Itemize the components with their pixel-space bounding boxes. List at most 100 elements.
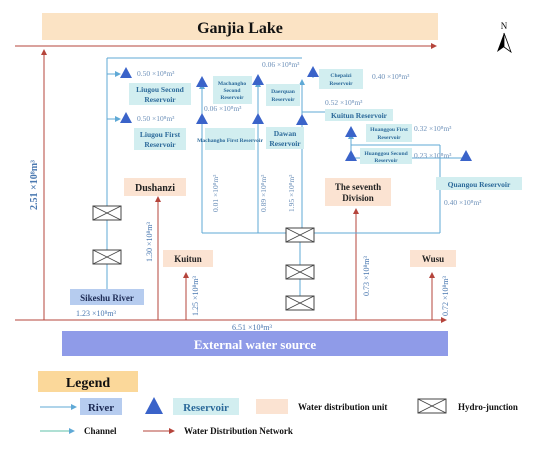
reservoir-value-machangho2: 0.06 ×10⁸m³ [204, 104, 242, 113]
reservoir-box-chepaizi [319, 69, 363, 89]
flow-value-2-51: 2.51 ×10⁸m³ [29, 160, 40, 210]
reservoir-icon-quangou [460, 150, 472, 161]
legend-river-label: River [88, 402, 114, 414]
reservoir-label-liugou2-b: Reservoir [144, 95, 176, 104]
reservoir-label-dawan-b: Reservoir [269, 139, 301, 148]
legend-title: Legend [66, 376, 111, 391]
reservoir-label-machangho2-b: Second [223, 88, 241, 94]
reservoir-icon-liugou2 [120, 67, 132, 78]
reservoir-value-quangou: 0.40 ×10⁸m³ [444, 198, 482, 207]
flow-value-1-95: 1.95 ×10⁸m³ [287, 174, 296, 212]
legend-unit-label: Water distribution unit [298, 402, 387, 412]
reservoir-triangles [120, 66, 472, 161]
legend-unit-swatch [256, 399, 288, 414]
reservoir-label-daerquan-b: Reservoir [271, 97, 295, 103]
legend-reservoir-label: Reservoir [183, 402, 229, 414]
unit-box-dushanzi [124, 178, 186, 196]
north-arrow-icon: N [497, 21, 512, 54]
reservoir-icon-dawan [252, 113, 264, 124]
reservoir-box-machangho2 [213, 76, 252, 104]
river-label-sikeshu: Sikeshu River [80, 293, 134, 303]
reservoir-label-kuitun: Kuitun Reservoir [331, 111, 388, 120]
reservoir-icon-huanggou1 [345, 126, 357, 137]
flow-value-0-89: 0.89 ×10⁸m³ [259, 174, 268, 212]
reservoir-box-dawan [266, 127, 304, 149]
reservoir-box-liugou2 [129, 83, 191, 105]
reservoir-box-kuitun [325, 109, 393, 121]
reservoir-value-kuitun: 0.52 ×10⁸m³ [325, 98, 363, 107]
legend-river-box [80, 398, 122, 415]
reservoir-value-daerquan: 0.06 ×10⁸m³ [262, 60, 300, 69]
reservoir-label-huanggou2: Huanggou Second [364, 151, 408, 157]
reservoir-box-daerquan [266, 84, 300, 106]
reservoir-icon-machangho2 [196, 76, 208, 87]
reservoir-label-huanggou1: Huanggou First [370, 127, 408, 133]
reservoir-box-machangho1 [205, 128, 255, 150]
lake-title: Ganjia Lake [197, 20, 283, 37]
flow-value-0-72: 0.72 ×10⁸m³ [441, 275, 450, 316]
legend-reservoir-icon [145, 397, 163, 414]
reservoir-label-machangho1: Machangho First Reservoir [197, 138, 263, 144]
reservoir-label-machangho2-c: Reservoir [220, 95, 244, 101]
legend-hydro-icon [417, 398, 447, 414]
reservoir-label-daerquan: Daerquan [271, 89, 296, 95]
flow-value-0-73: 0.73 ×10⁸m³ [362, 255, 371, 296]
reservoir-label-dawan: Dawan [274, 129, 297, 138]
reservoir-box-liugou1 [134, 128, 186, 150]
reservoir-label-liugou2: Liugou Second [136, 85, 185, 94]
reservoir-value-huanggou2: 0.23 ×10⁸m³ [414, 151, 452, 160]
distribution-network [15, 43, 447, 323]
unit-box-kuitun [163, 250, 213, 267]
reservoir-icon-daerquan [252, 74, 264, 85]
legend-channel-label: Channel [84, 426, 117, 436]
unit-label-dushanzi: Dushanzi [135, 183, 175, 194]
reservoir-value-huanggou1: 0.32 ×10⁸m³ [414, 124, 452, 133]
ganjia-lake-box [42, 13, 438, 40]
reservoir-label-huanggou2-b: Reservoir [374, 158, 398, 164]
hydro-junction-5 [285, 295, 315, 311]
unit-box-wusu [410, 250, 456, 267]
reservoir-icon-machangho1 [196, 113, 208, 124]
reservoir-box-quangou [436, 177, 522, 190]
reservoir-label-huanggou1-b: Reservoir [377, 135, 401, 141]
unit-label-division: Division [342, 193, 374, 203]
unit-box-seventh-division [325, 178, 391, 206]
north-label: N [501, 21, 508, 31]
reservoir-label-chepaizi: Chepaizi [330, 73, 352, 79]
unit-label-kuitun: Kuitun [174, 254, 202, 264]
flow-value-1-30: 1.30 ×10⁸m³ [145, 221, 154, 262]
reservoir-box-huanggou1 [366, 124, 412, 142]
flow-value-0-01: 0.01 ×10⁸m³ [211, 174, 220, 212]
reservoir-icon-kuitun [296, 114, 308, 125]
reservoir-box-huanggou2 [360, 148, 412, 164]
flow-value-6-51: 6.51 ×10⁸m³ [232, 323, 273, 332]
reservoir-value-liugou2: 0.50 ×10⁸m³ [137, 69, 175, 78]
reservoir-label-quangou: Quangou Reservoir [448, 180, 511, 189]
legend-title-box [38, 371, 138, 392]
reservoir-icon-huanggou2 [345, 150, 357, 161]
legend-network-label: Water Distribution Network [184, 426, 293, 436]
hydro-junction-2 [92, 249, 122, 265]
reservoir-value-chepaizi: 0.40 ×10⁸m³ [372, 72, 410, 81]
legend-reservoir-box [173, 398, 239, 415]
reservoir-label-liugou1-b: Reservoir [144, 140, 176, 149]
reservoir-icon-liugou1 [120, 112, 132, 123]
flow-value-1-23: 1.23 ×10⁸m³ [76, 309, 117, 318]
external-source-label: External water source [194, 337, 316, 352]
reservoir-label-chepaizi-b: Reservoir [329, 81, 353, 87]
hydro-junction-1 [92, 205, 122, 221]
reservoir-label-machangho2: Machangho [218, 81, 246, 87]
reservoir-label-liugou1: Liugou First [140, 130, 181, 139]
unit-label-seventh: The seventh [335, 182, 381, 192]
external-source-box [62, 331, 448, 356]
unit-label-wusu: Wusu [422, 254, 444, 264]
river-box-sikeshu [70, 289, 144, 305]
legend-hydro-label: Hydro-junction [458, 402, 518, 412]
flow-value-1-25: 1.25 ×10⁸m³ [191, 275, 200, 316]
hydro-junction-3 [285, 227, 315, 243]
reservoir-icon-chepaizi [307, 66, 319, 77]
reservoir-value-liugou1: 0.50 ×10⁸m³ [137, 114, 175, 123]
hydro-junction-4 [285, 264, 315, 280]
